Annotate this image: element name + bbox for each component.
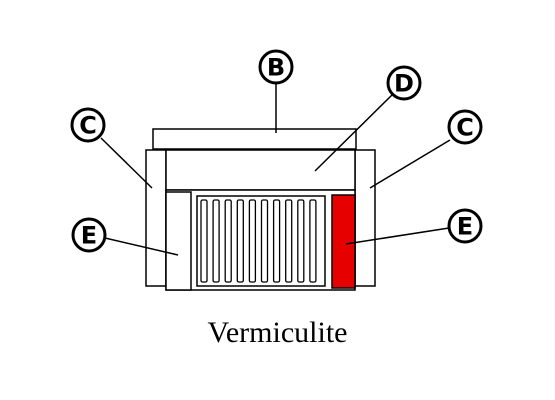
grate-bar (272, 199, 281, 283)
callout-d-label: D (394, 70, 414, 98)
callout-c-left-label: C (79, 112, 97, 140)
callout-c-left: C (70, 107, 106, 143)
callout-e-left: E (71, 217, 107, 253)
callout-b-label: B (267, 54, 285, 82)
grate-bar (236, 199, 244, 283)
leader-d (314, 92, 395, 172)
leader-e-left (104, 237, 179, 256)
leader-e-right (345, 227, 450, 245)
left-front-panel (165, 191, 192, 291)
callout-e-right-label: E (457, 213, 473, 241)
grate-bar (248, 199, 257, 283)
callout-e-left-label: E (81, 222, 97, 250)
baffle-panel (165, 149, 356, 191)
grate-bar (260, 199, 269, 283)
right-side-panel (354, 149, 376, 287)
grate-bar (200, 199, 208, 283)
left-side-panel (145, 149, 167, 287)
grate-bar (285, 199, 293, 283)
callout-b: B (258, 49, 294, 85)
callout-c-right: C (447, 109, 483, 145)
leader-c-right (369, 139, 451, 189)
right-front-element (331, 194, 356, 289)
callout-c-right-label: C (456, 114, 474, 142)
leader-c-left (100, 137, 153, 189)
callout-d: D (386, 65, 422, 101)
top-rear-panel (152, 128, 357, 150)
diagram-caption: Vermiculite (207, 316, 348, 349)
grate-bars (200, 199, 317, 283)
grate-bar (212, 199, 220, 283)
grate-bar (297, 199, 305, 283)
grate-bar (309, 199, 317, 283)
callout-e-right: E (447, 208, 483, 244)
grate-bar (224, 199, 232, 283)
